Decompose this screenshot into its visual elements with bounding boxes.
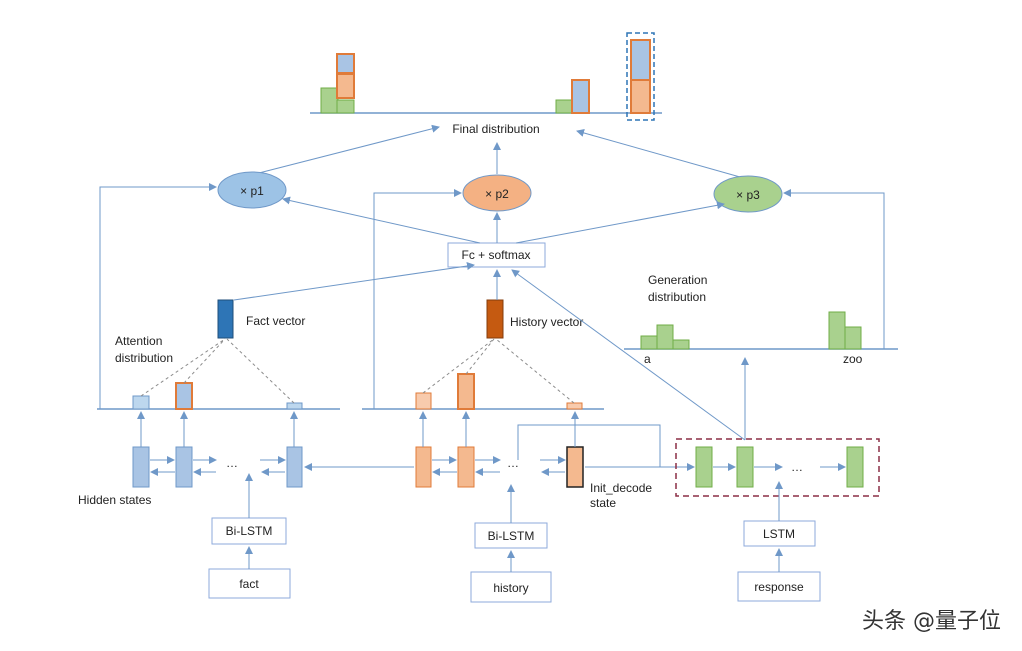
init-decode-label-2: state — [590, 496, 616, 510]
response-input-label: response — [754, 580, 804, 594]
attention-distribution-label-2: distribution — [115, 351, 173, 365]
fact-input-label: fact — [239, 577, 259, 591]
fact-encoder — [132, 411, 303, 488]
history-encoder — [415, 411, 584, 488]
generation-distribution-label-1: Generation — [648, 273, 707, 287]
response-decoder — [695, 446, 864, 488]
history-ellipsis: … — [507, 456, 519, 470]
highlight-box — [626, 32, 655, 121]
hidden-states-label: Hidden states — [78, 493, 151, 507]
p1-node — [217, 171, 287, 209]
final-distribution-label: Final distribution — [452, 122, 539, 136]
fact-attention-plot — [97, 338, 340, 410]
generation-distribution-plot — [624, 311, 898, 350]
generation-distribution-label-2: distribution — [648, 290, 706, 304]
p3-label: × p3 — [736, 188, 760, 202]
history-vector — [486, 299, 504, 339]
fc-softmax-box — [447, 242, 546, 268]
history-attention-plot — [362, 338, 604, 410]
fc-softmax-label: Fc + softmax — [461, 248, 530, 262]
response-lstm-label: LSTM — [763, 527, 795, 541]
history-input-label: history — [493, 581, 528, 595]
init-decode-label-1: Init_decode — [590, 481, 652, 495]
history-bilstm-box — [474, 522, 548, 549]
gen-label-a: a — [644, 352, 651, 366]
fact-input-box — [208, 568, 291, 599]
p2-label: × p2 — [485, 187, 509, 201]
decoder-highlight-box — [675, 438, 880, 497]
decoder-ellipsis: … — [791, 460, 803, 474]
p3-node — [713, 175, 783, 213]
fact-bilstm-label: Bi-LSTM — [226, 524, 273, 538]
watermark-text: 头条 @量子位 — [862, 609, 1001, 634]
attention-distribution-label-1: Attention — [115, 334, 162, 348]
history-input-box — [470, 571, 552, 603]
gen-label-zoo: zoo — [843, 352, 863, 366]
fact-bilstm-box — [211, 517, 287, 545]
history-vector-label: History vector — [510, 315, 583, 329]
response-input-box — [737, 571, 821, 602]
fact-ellipsis: … — [226, 456, 238, 470]
response-lstm-box — [743, 520, 816, 547]
history-bilstm-label: Bi-LSTM — [488, 529, 535, 543]
final-distribution-plot — [310, 32, 662, 121]
fact-vector — [217, 299, 234, 339]
fact-vector-label: Fact vector — [246, 314, 305, 328]
p2-node — [462, 174, 532, 212]
p1-label: × p1 — [240, 184, 264, 198]
